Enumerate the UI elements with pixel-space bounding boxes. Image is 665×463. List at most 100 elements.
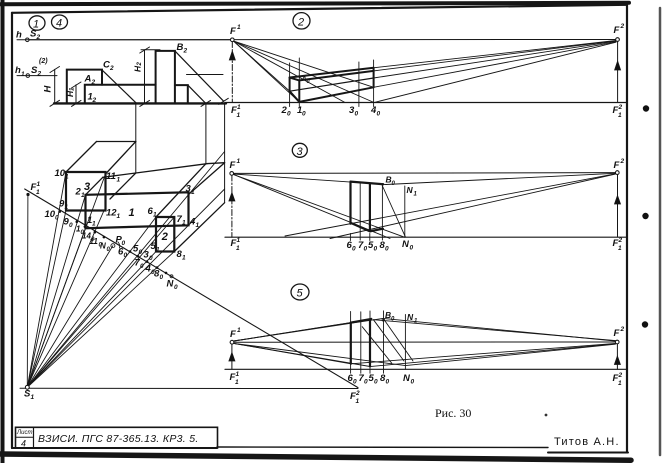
svg-text:1: 1 — [70, 87, 76, 91]
svg-text:0: 0 — [69, 222, 73, 229]
svg-text:1: 1 — [414, 192, 418, 198]
svg-text:2: 2 — [355, 390, 360, 397]
svg-text:F: F — [350, 391, 356, 402]
svg-text:5: 5 — [368, 240, 374, 251]
svg-text:0: 0 — [151, 269, 155, 276]
svg-text:11: 11 — [106, 171, 116, 182]
svg-text:0: 0 — [122, 240, 126, 247]
svg-text:1: 1 — [235, 379, 239, 386]
svg-text:0: 0 — [374, 246, 378, 253]
svg-text:1: 1 — [88, 92, 93, 103]
svg-text:1: 1 — [36, 189, 40, 196]
svg-text:5: 5 — [297, 288, 304, 300]
svg-text:0: 0 — [410, 245, 414, 252]
svg-text:0: 0 — [352, 246, 356, 253]
svg-text:7: 7 — [135, 258, 141, 269]
svg-text:B: B — [386, 175, 392, 185]
svg-text:1: 1 — [92, 221, 96, 228]
svg-text:7: 7 — [358, 240, 364, 251]
svg-text:1: 1 — [237, 327, 241, 334]
svg-text:F: F — [230, 372, 236, 383]
svg-text:0: 0 — [107, 247, 111, 253]
svg-text:N: N — [407, 312, 414, 322]
svg-text:1: 1 — [76, 225, 81, 234]
svg-text:ВЗИСИ. ПГС 87-365.13. КР3. 5.: ВЗИСИ. ПГС 87-365.13. КР3. 5. — [38, 433, 199, 445]
svg-text:S: S — [30, 29, 37, 40]
svg-text:1: 1 — [237, 24, 241, 31]
svg-text:1: 1 — [81, 192, 85, 199]
svg-text:5: 5 — [133, 244, 139, 255]
svg-text:0: 0 — [386, 379, 390, 386]
svg-text:(2): (2) — [39, 58, 48, 65]
svg-text:0: 0 — [377, 111, 381, 118]
svg-text:F: F — [31, 182, 37, 193]
svg-text:1: 1 — [297, 105, 302, 116]
svg-text:1: 1 — [237, 158, 241, 165]
svg-text:F: F — [230, 329, 236, 340]
svg-text:F: F — [230, 26, 236, 37]
svg-text:F: F — [231, 105, 237, 116]
svg-text:0: 0 — [411, 379, 415, 386]
svg-text:0: 0 — [385, 246, 389, 253]
svg-text:Лист: Лист — [16, 430, 32, 436]
svg-text:h: h — [16, 30, 22, 41]
svg-text:8: 8 — [177, 249, 183, 260]
svg-text:P: P — [116, 235, 123, 246]
svg-text:6: 6 — [348, 373, 354, 384]
svg-text:2: 2 — [620, 326, 625, 333]
svg-text:A: A — [84, 74, 92, 85]
svg-text:1: 1 — [618, 112, 622, 119]
svg-text:A: A — [301, 76, 307, 83]
svg-text:1: 1 — [21, 71, 25, 78]
svg-text:0: 0 — [374, 379, 378, 386]
svg-text:1: 1 — [236, 371, 240, 378]
svg-text:2: 2 — [183, 48, 188, 55]
svg-text:2: 2 — [109, 65, 114, 72]
svg-text:0: 0 — [160, 274, 164, 281]
svg-text:3: 3 — [186, 184, 192, 195]
svg-text:Титов А.Н.: Титов А.Н. — [554, 436, 620, 448]
svg-text:3: 3 — [349, 105, 355, 116]
svg-text:1: 1 — [65, 174, 69, 181]
svg-text:1: 1 — [236, 245, 240, 252]
svg-text:0: 0 — [139, 249, 143, 256]
svg-text:1: 1 — [33, 19, 39, 31]
svg-text:h: h — [15, 65, 21, 76]
svg-text:8: 8 — [380, 240, 386, 251]
svg-text:1: 1 — [618, 380, 622, 387]
svg-text:0: 0 — [174, 284, 178, 291]
svg-text:F: F — [231, 238, 237, 249]
svg-text:2: 2 — [281, 105, 288, 116]
svg-text:0: 0 — [124, 252, 128, 259]
svg-text:1: 1 — [156, 247, 160, 254]
svg-text:2: 2 — [618, 104, 623, 111]
svg-text:5: 5 — [369, 373, 375, 384]
svg-text:1: 1 — [182, 255, 186, 262]
svg-text:1: 1 — [65, 204, 69, 211]
svg-text:F: F — [230, 160, 236, 171]
svg-text:2: 2 — [161, 231, 168, 243]
svg-text:0: 0 — [149, 255, 153, 262]
svg-text:1: 1 — [237, 237, 241, 244]
svg-text:N: N — [100, 242, 106, 251]
svg-text:B: B — [177, 42, 184, 53]
svg-text:4: 4 — [370, 105, 377, 116]
svg-text:2: 2 — [36, 34, 41, 41]
svg-text:4: 4 — [189, 217, 196, 228]
svg-text:H: H — [65, 90, 75, 97]
svg-text:0: 0 — [302, 111, 306, 118]
svg-text:C: C — [103, 60, 110, 71]
svg-text:2: 2 — [297, 17, 304, 29]
svg-text:F: F — [614, 25, 620, 36]
svg-text:F: F — [613, 238, 619, 249]
svg-text:1: 1 — [237, 104, 241, 111]
svg-text:1: 1 — [414, 319, 418, 325]
svg-text:0: 0 — [364, 246, 368, 253]
svg-text:F: F — [613, 105, 619, 116]
svg-text:1: 1 — [196, 222, 200, 229]
svg-text:0: 0 — [81, 230, 85, 236]
svg-text:N: N — [407, 185, 414, 195]
svg-text:F: F — [614, 160, 620, 171]
svg-text:1: 1 — [129, 207, 135, 219]
svg-text:H: H — [43, 85, 54, 93]
